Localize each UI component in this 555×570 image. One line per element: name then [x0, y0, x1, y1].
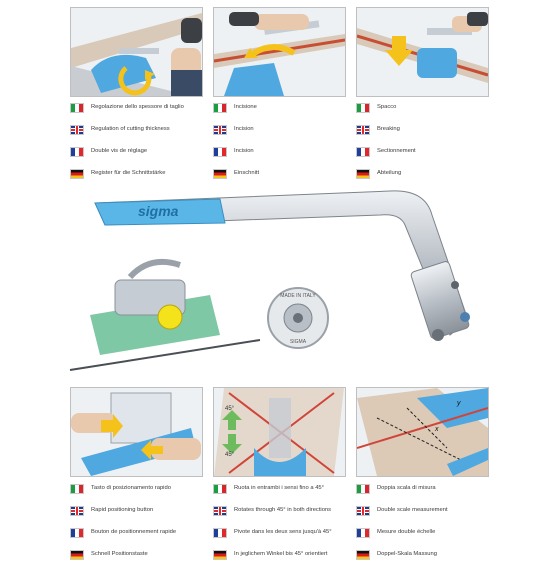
caption-de: Register für die Schnittstärke — [91, 170, 166, 177]
photo-rapid-positioning — [70, 387, 203, 477]
caption-block-positioning: Tasto di posizionamento rapido Rapid pos… — [70, 482, 205, 570]
wheel-made-in-italy: MADE IN ITALY — [280, 293, 316, 299]
caption-it: Doppia scala di misura — [377, 485, 436, 492]
uk-flag-icon — [70, 125, 84, 135]
caption-block-thickness: Regolazione dello spessore di taglio Reg… — [70, 101, 205, 189]
france-flag-icon — [356, 147, 370, 157]
photo-breaking — [356, 7, 489, 97]
caption-it: Incisione — [234, 104, 257, 111]
caption-block-rotation: Ruota in entrambi i sensi fino a 45° Rot… — [213, 482, 348, 570]
photo-rotation: 45° 45° — [213, 387, 346, 477]
caption-en: Regulation of cutting thickness — [91, 126, 170, 133]
caption-en: Rapid positioning button — [91, 507, 154, 514]
caption-de: Schnell Positionstaste — [91, 551, 148, 558]
france-flag-icon — [213, 528, 227, 538]
photo-thickness-adjustment — [70, 7, 203, 97]
photo-double-scale: x y — [356, 387, 489, 477]
france-flag-icon — [70, 147, 84, 157]
caption-de: Einschnitt — [234, 170, 260, 177]
germany-flag-icon — [70, 169, 84, 179]
italy-flag-icon — [70, 484, 84, 494]
uk-flag-icon — [213, 506, 227, 516]
france-flag-icon — [213, 147, 227, 157]
cutting-head-inset — [69, 259, 261, 371]
italy-flag-icon — [213, 103, 227, 113]
uk-flag-icon — [356, 125, 370, 135]
italy-flag-icon — [356, 484, 370, 494]
caption-de: Abteilung — [377, 170, 402, 177]
caption-en: Breaking — [377, 126, 400, 133]
scoring-wheel-inset: MADE IN ITALY SIGMA — [267, 287, 329, 349]
germany-flag-icon — [356, 550, 370, 560]
caption-fr: Mesure double échelle — [377, 529, 436, 536]
product-illustration: sigma MADE IN ITALY SIGMA — [60, 185, 500, 380]
measure-label-y: y — [457, 400, 461, 407]
italy-flag-icon — [356, 103, 370, 113]
uk-flag-icon — [213, 125, 227, 135]
caption-fr: Incision — [234, 148, 254, 155]
germany-flag-icon — [356, 169, 370, 179]
france-flag-icon — [70, 528, 84, 538]
caption-en: Incision — [234, 126, 254, 133]
measure-label-x: x — [435, 426, 439, 433]
cutter-handle: sigma — [94, 190, 470, 341]
caption-fr: Bouton de positionnement rapide — [91, 529, 177, 536]
germany-flag-icon — [70, 550, 84, 560]
wheel-sigma-mark: SIGMA — [290, 339, 307, 345]
germany-flag-icon — [213, 169, 227, 179]
caption-en: Rotates through 45° in both directions — [234, 507, 332, 514]
caption-de: Doppel-Skala Massung — [377, 551, 437, 558]
caption-it: Ruota in entrambi i sensi fino a 45° — [234, 485, 324, 492]
italy-flag-icon — [70, 103, 84, 113]
angle-label-top: 45° — [225, 406, 235, 412]
caption-it: Tasto di posizionamento rapido — [91, 485, 171, 492]
germany-flag-icon — [213, 550, 227, 560]
italy-flag-icon — [213, 484, 227, 494]
caption-en: Double scale measurement — [377, 507, 448, 514]
caption-fr: Pivote dans les deux sens jusqu'à 45° — [234, 529, 332, 536]
uk-flag-icon — [70, 506, 84, 516]
uk-flag-icon — [356, 506, 370, 516]
caption-block-breaking: Spacco Breaking Sectionnement Abteilung — [356, 101, 491, 189]
brand-logo: sigma — [138, 203, 179, 219]
photo-incision — [213, 7, 346, 97]
angle-label-bottom: 45° — [225, 452, 235, 458]
caption-de: In jeglichem Winkel bis 45° orientiert — [234, 551, 328, 558]
caption-fr: Double vis de réglage — [91, 148, 148, 155]
caption-block-incision: Incisione Incision Incision Einschnitt — [213, 101, 348, 189]
france-flag-icon — [356, 528, 370, 538]
caption-fr: Sectionnement — [377, 148, 416, 155]
caption-it: Regolazione dello spessore di taglio — [91, 104, 184, 111]
caption-block-double-scale: Doppia scala di misura Double scale meas… — [356, 482, 491, 570]
caption-it: Spacco — [377, 104, 397, 111]
